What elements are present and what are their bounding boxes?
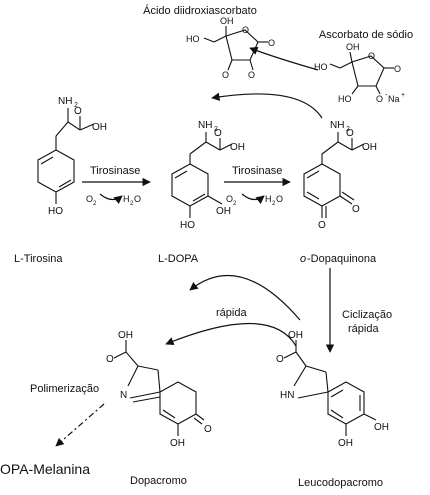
polymerization-arrow (55, 403, 105, 447)
svg-text:Na: Na (388, 94, 400, 104)
svg-text:O: O (376, 94, 383, 104)
svg-text:HO: HO (48, 206, 63, 217)
ltyrosine-label: L-Tirosina (14, 253, 63, 265)
ascorbate-to-dhaa-arrow (249, 46, 319, 71)
svg-text:O: O (276, 194, 283, 204)
svg-text:2: 2 (74, 102, 78, 109)
svg-text:OH: OH (338, 438, 353, 449)
svg-text:O: O (134, 194, 141, 204)
svg-text:2: 2 (214, 126, 218, 133)
svg-text:HO: HO (338, 94, 352, 104)
ltyrosine-structure: NH 2 O OH HO (37, 96, 107, 217)
svg-text:O: O (346, 128, 354, 139)
ldopa-label: L-DOPA (158, 253, 199, 265)
svg-text:O: O (276, 354, 284, 365)
leucodopachrome-structure: OH O HN OH OH (276, 330, 389, 449)
dhaa-structure: O O O O HO OH (186, 16, 275, 80)
leuco-to-dopachrome-arrow (165, 322, 297, 347)
tyrosinase-1-label: Tirosinase (90, 165, 140, 177)
ldopa-structure: NH 2 O OH OH HO (171, 120, 245, 231)
svg-text:OH: OH (170, 438, 185, 449)
svg-text:O: O (352, 204, 360, 215)
cyclization-rapid-label: rápida (348, 323, 379, 335)
dhaa-label: Ácido diidroxiascorbato (143, 4, 257, 17)
polymerization-label: Polimerização (30, 383, 99, 395)
svg-text:HO: HO (186, 34, 200, 44)
svg-text:O: O (74, 106, 82, 117)
svg-text:OH: OH (216, 206, 231, 217)
svg-text:O: O (86, 194, 93, 204)
svg-text:O: O (204, 424, 212, 435)
svg-text:OH: OH (220, 16, 234, 26)
cyclization-label: Ciclização (342, 309, 392, 321)
svg-text:2: 2 (233, 201, 237, 207)
svg-text:2: 2 (272, 201, 276, 207)
svg-text:OH: OH (362, 142, 377, 153)
svg-text:O: O (268, 38, 275, 48)
dopaquinone-label: -Dopaquinona (307, 253, 377, 265)
svg-text:O: O (394, 64, 401, 74)
svg-text:O: O (368, 51, 375, 61)
svg-text:2: 2 (93, 201, 97, 207)
rapid-label: rápida (216, 307, 247, 319)
svg-text:OH: OH (346, 42, 360, 52)
svg-text:OH: OH (374, 422, 389, 433)
svg-text:O: O (242, 25, 249, 35)
svg-text:NH: NH (198, 120, 212, 131)
o2-h2o-arrow-2 (241, 193, 265, 205)
svg-text:2: 2 (130, 201, 134, 207)
svg-text:OH: OH (92, 122, 107, 133)
dopaquinone-prefix: o (300, 253, 306, 265)
leucodopachrome-label: Leucodopacromo (298, 477, 383, 489)
ascorbate-structure: O O O - Na + HO HO OH (314, 42, 405, 104)
dopaquinone-structure: NH 2 O OH O O (303, 120, 377, 231)
svg-text:N: N (120, 390, 127, 401)
svg-text:H: H (265, 194, 272, 204)
dopachrome-structure: OH O N O OH (106, 330, 212, 449)
svg-text:O: O (226, 194, 233, 204)
svg-text:HO: HO (180, 220, 195, 231)
svg-text:OH: OH (288, 330, 303, 341)
svg-text:+: + (401, 92, 405, 99)
svg-text:OH: OH (230, 142, 245, 153)
melanin-label: OPA-Melanina (0, 461, 90, 477)
svg-text:HO: HO (314, 62, 328, 72)
svg-text:O: O (318, 220, 326, 231)
svg-text:2: 2 (346, 126, 350, 133)
o2-h2o-arrow-1 (99, 193, 123, 205)
svg-text:O: O (248, 70, 255, 80)
ascorbate-label: Ascorbato de sódio (319, 29, 413, 41)
regeneration-arrow (211, 92, 323, 119)
svg-text:NH: NH (58, 96, 72, 107)
svg-text:NH: NH (330, 120, 344, 131)
svg-text:H: H (123, 194, 130, 204)
svg-text:HN: HN (280, 390, 294, 401)
tyrosinase-2-label: Tirosinase (232, 165, 282, 177)
svg-text:OH: OH (118, 330, 133, 341)
svg-text:O: O (106, 354, 114, 365)
reduction-arc-arrow (189, 274, 301, 321)
svg-text:-: - (385, 92, 388, 99)
svg-text:O: O (214, 128, 222, 139)
svg-text:O: O (222, 70, 229, 80)
dopachrome-label: Dopacromo (130, 475, 187, 487)
